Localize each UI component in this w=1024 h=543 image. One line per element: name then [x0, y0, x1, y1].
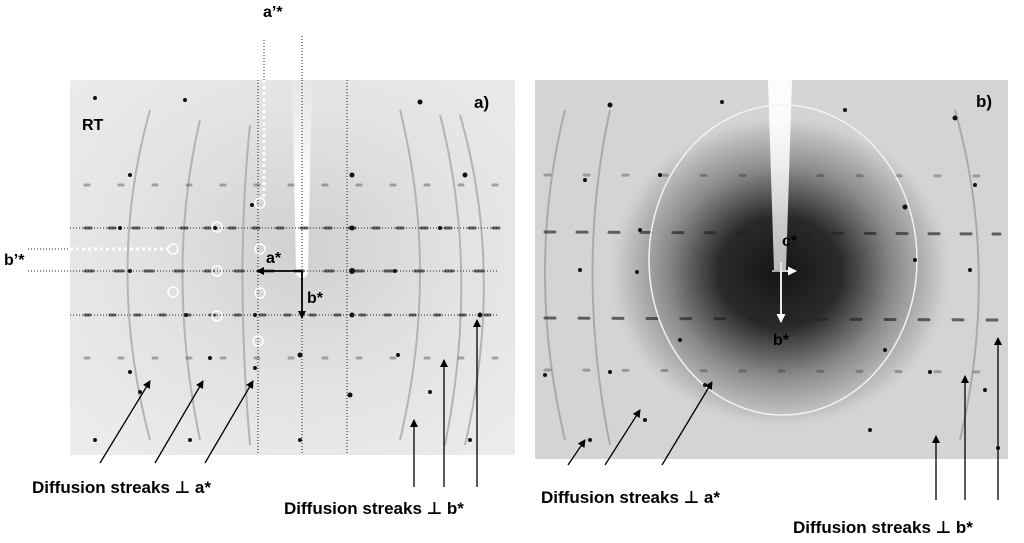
panel-b-pointer-arrows [567, 337, 1002, 500]
c-star-label: c* [782, 233, 798, 250]
panel-a-letter: a) [474, 93, 490, 112]
b-star-label: b* [307, 290, 323, 307]
panel-b-diffuse-rings [544, 109, 980, 446]
b-prime-star-label: b’* [4, 252, 25, 269]
panel-a-caption-streaks-a: Diffusion streaks ⊥ a* [32, 478, 211, 497]
a-star-label: a* [266, 250, 282, 267]
panel-a-diffuse-rings [126, 109, 485, 446]
panel-b-letter: b) [976, 92, 993, 111]
panel-a-superstructure-spots [167, 197, 266, 347]
panel-a-spots [93, 96, 483, 442]
panel-a-caption-streaks-b: Diffusion streaks ⊥ b* [284, 499, 464, 518]
panel-b-diffraction-image [535, 80, 1008, 500]
a-prime-star-label: a’* [263, 4, 283, 21]
panel-a-pointer-arrows [99, 319, 481, 487]
panel-b-diffuse-halo [605, 112, 955, 432]
panel-b-spots [543, 100, 1000, 450]
panel-b-beam-streak [768, 80, 792, 270]
panel-b-b-star-label: b* [773, 332, 789, 349]
panel-a-superstructure-lines [70, 80, 266, 251]
panel-b-caption-streaks-b: Diffusion streaks ⊥ b* [793, 518, 973, 537]
panel-a-diffraction-image [28, 36, 515, 487]
panel-b-caption-streaks-a: Diffusion streaks ⊥ a* [541, 488, 720, 507]
panel-a-background [70, 80, 515, 455]
temperature-label: RT [82, 117, 104, 134]
panel-b-streak-rows [543, 173, 1002, 374]
